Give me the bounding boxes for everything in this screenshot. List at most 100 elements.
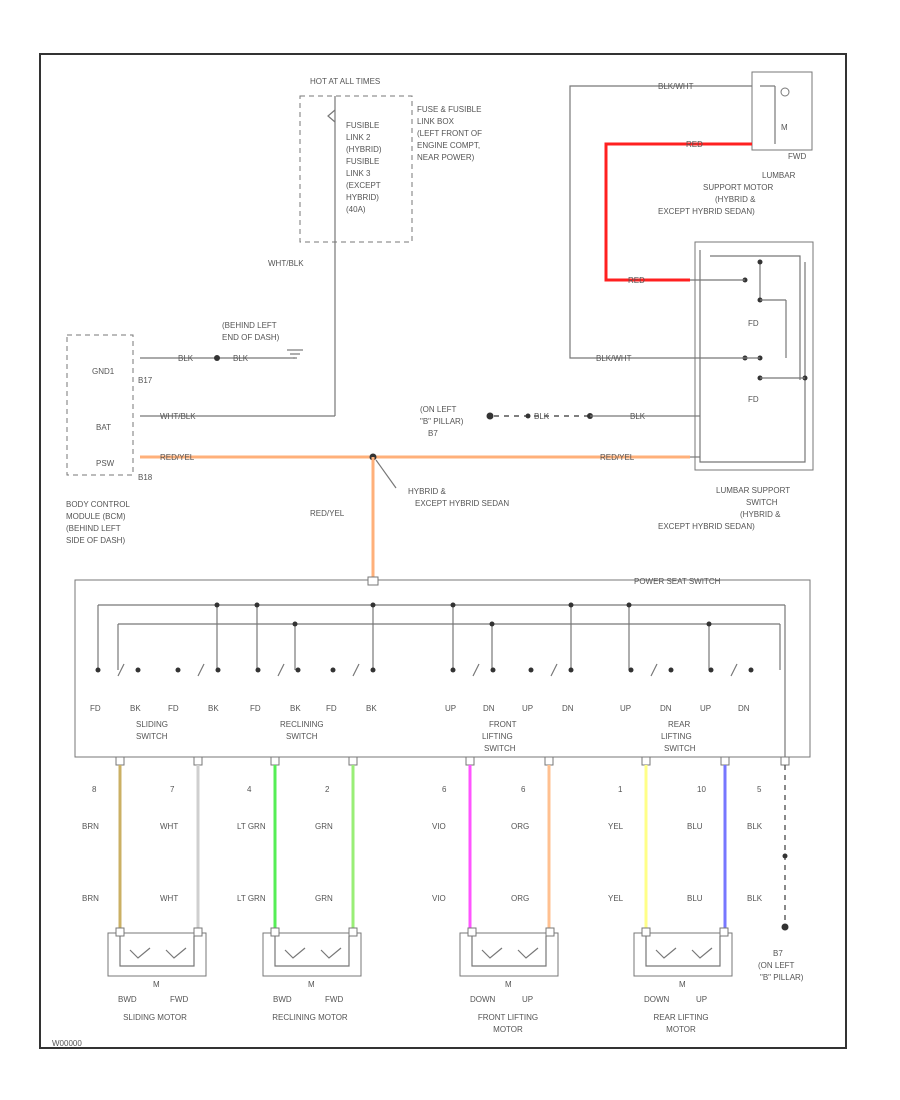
fuse-box-label-3: (LEFT FRONT OF bbox=[417, 129, 482, 138]
contact-label-bk: BK bbox=[366, 704, 377, 713]
splice-note-1: HYBRID & bbox=[408, 487, 446, 496]
motor-m-letter: M bbox=[679, 980, 686, 989]
fusible-link-line-8: (40A) bbox=[346, 205, 366, 214]
wire-pin-number: 6 bbox=[521, 785, 526, 794]
bcm-psw-wire-label: RED/YEL bbox=[160, 453, 195, 462]
wire-pin-number: 6 bbox=[442, 785, 447, 794]
wire-pin-number: 5 bbox=[757, 785, 762, 794]
splice-note-2: EXCEPT HYBRID SEDAN bbox=[415, 499, 509, 508]
contact-label-bk: BK bbox=[130, 704, 141, 713]
fusible-link-line-3: (HYBRID) bbox=[346, 145, 382, 154]
contact-label-dn: DN bbox=[738, 704, 750, 713]
sliding-switch-name-2: SWITCH bbox=[136, 732, 168, 741]
lower-ground-label-3: "B" PILLAR) bbox=[760, 973, 804, 982]
wire-color-label-bottom: LT GRN bbox=[237, 894, 266, 903]
motor-terminal-right: FWD bbox=[170, 995, 188, 1004]
contact-label-bk: BK bbox=[208, 704, 219, 713]
contact-label-up: UP bbox=[620, 704, 631, 713]
contact-label-fd: FD bbox=[250, 704, 261, 713]
bcm-label-1: BODY CONTROL bbox=[66, 500, 130, 509]
front-lifting-switch-name-3: SWITCH bbox=[484, 744, 516, 753]
fuse-box-label-2: LINK BOX bbox=[417, 117, 455, 126]
motor-terminal-right: FWD bbox=[325, 995, 343, 1004]
bcm-label-2: MODULE (BCM) bbox=[66, 512, 126, 521]
motor-name: SLIDING MOTOR bbox=[123, 1013, 187, 1022]
ground-behind-dash-symbol bbox=[287, 349, 303, 359]
lumbar-support-switch: FD FD LUMBAR SUPPORT SWITCH (HYBRID & EX… bbox=[658, 241, 814, 531]
wire-pin-number: 4 bbox=[247, 785, 252, 794]
bcm-connector-b18: B18 bbox=[138, 473, 153, 482]
wire-color-label-top: LT GRN bbox=[237, 822, 266, 831]
wire-color-label-top: BLU bbox=[687, 822, 703, 831]
fusible-link-line-4: FUSIBLE bbox=[346, 157, 379, 166]
bcm-pin-psw: PSW bbox=[96, 459, 115, 468]
lumbar-switch-blk-wht-label: BLK/WHT bbox=[596, 354, 632, 363]
wire-color-label-bottom: BLK bbox=[747, 894, 763, 903]
wire-color-label-top: YEL bbox=[608, 822, 624, 831]
lumbar-motor-blk-wht-label: BLK/WHT bbox=[658, 82, 694, 91]
bcm-pin-gnd1: GND1 bbox=[92, 367, 115, 376]
lumbar-motor-label-3: (HYBRID & bbox=[715, 195, 756, 204]
lower-ground-label-1: B7 bbox=[773, 949, 783, 958]
motor-m-letter: M bbox=[153, 980, 160, 989]
lumbar-switch-red-yel-label: RED/YEL bbox=[600, 453, 635, 462]
wire-color-label-bottom: WHT bbox=[160, 894, 178, 903]
fusible-link-line-5: LINK 3 bbox=[346, 169, 371, 178]
wire-color-label-bottom: GRN bbox=[315, 894, 333, 903]
motor-name: FRONT LIFTING bbox=[478, 1013, 538, 1022]
wire-color-label-top: BRN bbox=[82, 822, 99, 831]
fuse-box: HOT AT ALL TIMES FUSIBLE LINK 2 (HYBRID)… bbox=[299, 77, 482, 243]
lumbar-switch-contact-2: FD bbox=[748, 395, 759, 404]
red-yel-vertical-label: RED/YEL bbox=[310, 509, 345, 518]
wire-color-label-bottom: VIO bbox=[432, 894, 446, 903]
contact-label-dn: DN bbox=[660, 704, 672, 713]
wire-color-label-top: GRN bbox=[315, 822, 333, 831]
bcm-outline bbox=[66, 334, 134, 476]
upper-ground-left-pillar: (ON LEFT "B" PILLAR) B7 BLK BLK bbox=[420, 405, 690, 438]
motor-terminal-left: BWD bbox=[118, 995, 137, 1004]
lumbar-motor-pin: FWD bbox=[788, 152, 806, 161]
motor-name: REAR LIFTING bbox=[653, 1013, 708, 1022]
upper-ground-label-3: B7 bbox=[428, 429, 438, 438]
fuse-box-outline bbox=[299, 95, 413, 243]
lumbar-switch-label-4: EXCEPT HYBRID SEDAN) bbox=[658, 522, 755, 531]
wire-pin-number: 1 bbox=[618, 785, 623, 794]
lumbar-motor-red-label: RED bbox=[686, 140, 703, 149]
contact-label-dn: DN bbox=[483, 704, 495, 713]
lumbar-motor-label-4: EXCEPT HYBRID SEDAN) bbox=[658, 207, 755, 216]
contact-label-up: UP bbox=[445, 704, 456, 713]
fusible-link-line-2: LINK 2 bbox=[346, 133, 371, 142]
diagram-frame bbox=[39, 53, 847, 1049]
sliding-switch-name-1: SLIDING bbox=[136, 720, 168, 729]
power-seat-switch-outline bbox=[74, 579, 811, 758]
contact-label-up: UP bbox=[700, 704, 711, 713]
contact-label-fd: FD bbox=[326, 704, 337, 713]
contact-label-fd: FD bbox=[90, 704, 101, 713]
wire-color-label-bottom: BRN bbox=[82, 894, 99, 903]
wire-color-label-bottom: BLU bbox=[687, 894, 703, 903]
wire-pin-number: 8 bbox=[92, 785, 97, 794]
ground-behind-dash-label-1: (BEHIND LEFT bbox=[222, 321, 277, 330]
motor-name: RECLINING MOTOR bbox=[272, 1013, 348, 1022]
front-lifting-switch-name-2: LIFTING bbox=[482, 732, 513, 741]
fusible-link-line-6: (EXCEPT bbox=[346, 181, 381, 190]
rear-lifting-switch-name-1: REAR bbox=[668, 720, 690, 729]
bcm-label-3: (BEHIND LEFT bbox=[66, 524, 121, 533]
lumbar-motor-label-1: LUMBAR bbox=[762, 171, 796, 180]
lumbar-motor-m-letter: M bbox=[781, 123, 788, 132]
bcm-bat-wire-label: WHT/BLK bbox=[160, 412, 196, 421]
lower-ground-label-2: (ON LEFT bbox=[758, 961, 795, 970]
wire-color-label-bottom: ORG bbox=[511, 894, 529, 903]
rear-lifting-switch-name-2: LIFTING bbox=[661, 732, 692, 741]
footer-code: W00000 bbox=[52, 1039, 82, 1048]
lumbar-switch-label-1: LUMBAR SUPPORT bbox=[716, 486, 790, 495]
power-seat-switch: POWER SEAT SWITCH SLIDING SWITCH RECLINI… bbox=[74, 576, 811, 760]
reclining-switch-name-1: RECLINING bbox=[280, 720, 324, 729]
fuse-box-label-5: NEAR POWER) bbox=[417, 153, 475, 162]
bcm-connector-b17: B17 bbox=[138, 376, 153, 385]
wire-color-label-top: VIO bbox=[432, 822, 446, 831]
